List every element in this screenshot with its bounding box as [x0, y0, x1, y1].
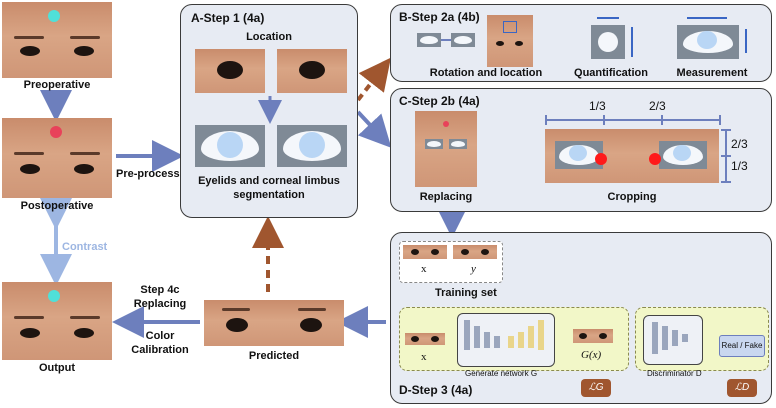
eye-crop-left [195, 49, 265, 93]
arrow-a-to-b [356, 57, 391, 102]
rotation-glasses [417, 33, 475, 47]
seg-mask-left [195, 125, 265, 167]
postoperative-photo [2, 118, 112, 198]
location-label: Location [246, 31, 292, 43]
replacing-label: Replacing [419, 191, 473, 203]
step4c-line1: Step 4c [140, 284, 180, 296]
predicted-label: Predicted [248, 350, 300, 362]
discriminator-box [643, 315, 703, 365]
gen-input-img [405, 333, 445, 345]
frac-top-1: 1/3 [589, 99, 606, 113]
generate-network-box [457, 313, 555, 367]
gen-input-label: x [421, 351, 427, 363]
measurement-icon [677, 25, 739, 59]
discriminator-label: Discriminator D [647, 369, 702, 378]
preprocess-label: Pre-process [116, 168, 180, 180]
frac-right-2: 1/3 [731, 159, 748, 173]
output-photo [2, 282, 112, 360]
eye-crop-right [277, 49, 347, 93]
realfake-box: Real / Fake [719, 335, 765, 357]
preoperative-photo [2, 2, 112, 78]
panel-d: x y Training set x Generate network G G(… [390, 232, 772, 404]
generate-network-label: Generate network G [465, 369, 538, 378]
gx-label: G(x) [581, 349, 602, 361]
panel-c-title: C-Step 2b (4a) [399, 94, 480, 108]
rotation-label: Rotation and location [429, 67, 543, 79]
quantification-label: Quantification [574, 67, 648, 79]
panel-c: C-Step 2b (4a) Replacing 1/3 2/3 2/3 1/3… [390, 88, 772, 212]
arrow-a-to-c [356, 110, 392, 148]
loss-g-box: ℒG [581, 379, 611, 397]
gx-output-img [573, 329, 613, 343]
train-x-label: x [421, 263, 427, 275]
seg-mask-right [277, 125, 347, 167]
contrast-label: Contrast [62, 241, 108, 253]
color-line1: Color [145, 330, 175, 342]
panel-a: A-Step 1 (4a) Location Eyelids and corne… [180, 4, 358, 218]
step4c-line2: Replacing [133, 298, 187, 310]
frac-top-2: 2/3 [649, 99, 666, 113]
loss-d-box: ℒD [727, 379, 757, 397]
cropping-image [545, 129, 719, 183]
output-label: Output [38, 362, 76, 374]
replacing-face [415, 111, 477, 187]
train-x-img [403, 245, 447, 259]
marker-dot [48, 290, 60, 302]
panel-b: B-Step 2a (4b) Rotation and location Qua… [390, 4, 772, 82]
panel-d-title: D-Step 3 (4a) [399, 383, 473, 397]
train-y-label: y [471, 263, 476, 275]
panel-b-title: B-Step 2a (4b) [399, 10, 480, 24]
postoperative-label: Postoperative [20, 200, 94, 212]
frac-right-1: 2/3 [731, 137, 748, 151]
panel-a-title: A-Step 1 (4a) [191, 11, 265, 25]
rotation-face [487, 15, 533, 67]
quantification-icon [591, 25, 625, 59]
measurement-label: Measurement [676, 67, 748, 79]
train-y-img [453, 245, 497, 259]
predicted-photo [204, 300, 344, 346]
cropping-label: Cropping [607, 191, 657, 203]
marker-dot [50, 126, 62, 138]
color-line2: Calibration [131, 344, 189, 356]
scale-line-top [545, 119, 719, 121]
preoperative-label: Preoperative [23, 79, 91, 91]
segmentation-label-line2: segmentation [233, 189, 305, 201]
marker-dot [48, 10, 60, 22]
segmentation-label-line1: Eyelids and corneal limbus [198, 175, 340, 187]
training-set-label: Training set [435, 287, 497, 299]
